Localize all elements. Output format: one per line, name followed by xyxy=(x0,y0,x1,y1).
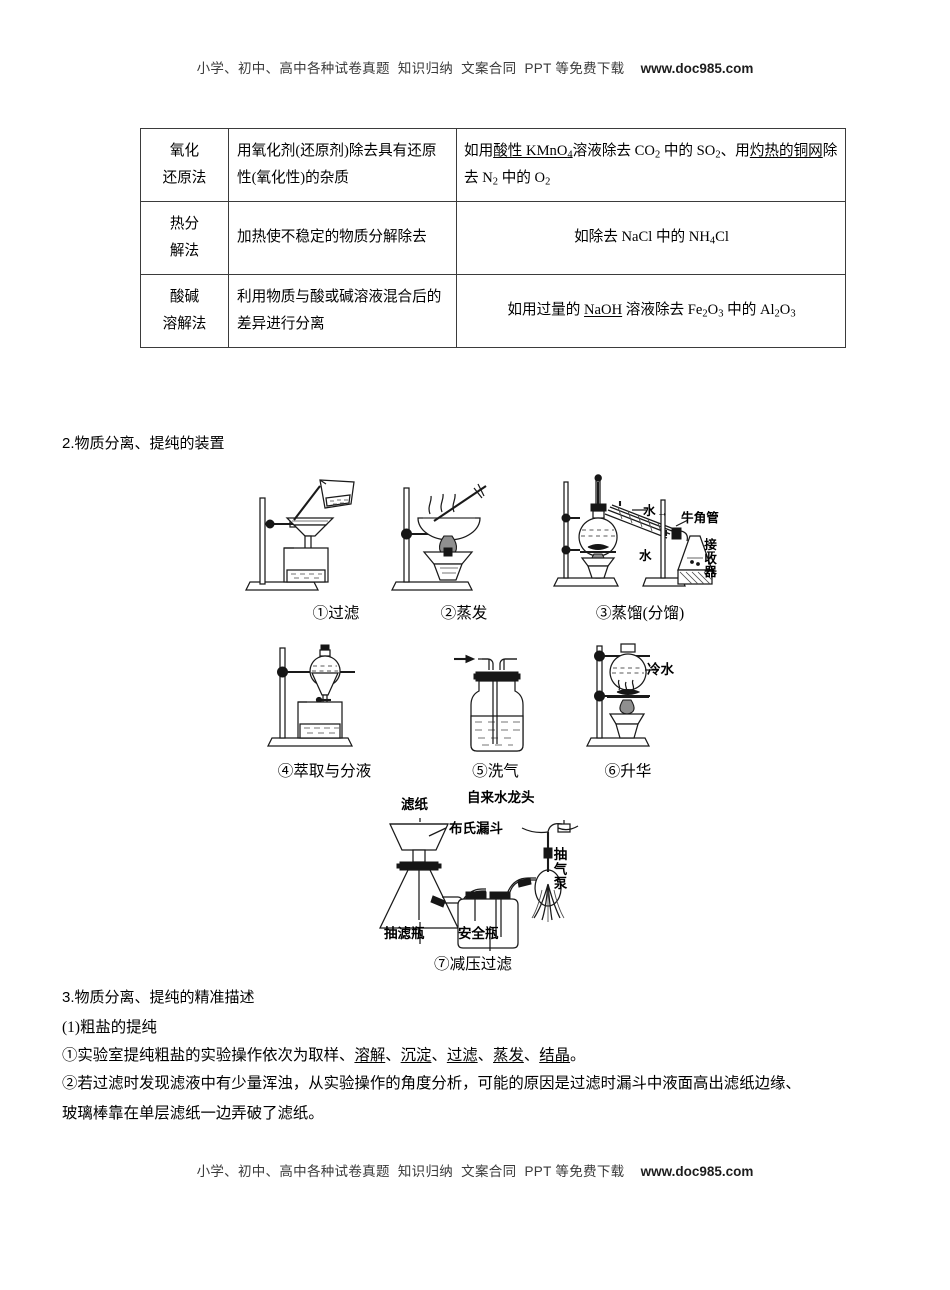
label-cold-water: 冷水 xyxy=(647,662,674,677)
header-url: www.doc985.com xyxy=(640,61,754,76)
label-adapter: 牛角管 xyxy=(681,511,719,525)
table-row: 酸碱溶解法 利用物质与酸或碱溶液混合后的差异进行分离 如用过量的 NaOH 溶液… xyxy=(140,273,846,348)
cell-example: 如用过量的 NaOH 溶液除去 Fe2O3 中的 Al2O3 xyxy=(456,273,846,348)
label-pump: 抽气泵 xyxy=(553,847,568,892)
section3-item1: ①实验室提纯粗盐的实验操作依次为取样、溶解、沉淀、过滤、蒸发、结晶。 xyxy=(62,1047,586,1064)
cell-principle: 用氧化剂(还原剂)除去具有还原性(氧化性)的杂质 xyxy=(228,128,457,202)
label-tap: 自来水龙头 xyxy=(467,790,535,805)
section3-sub1: (1)粗盐的提纯 xyxy=(62,1019,157,1036)
header-text: 小学、初中、高中各种试卷真题 知识归纳 文案合同 PPT 等免费下载 xyxy=(196,61,625,76)
figure-caption-distillation: ③蒸馏(分馏) xyxy=(595,605,685,622)
cell-principle: 加热使不稳定的物质分解除去 xyxy=(228,200,457,275)
table-row: 热分解法 加热使不稳定的物质分解除去 如除去 NaCl 中的 NH4Cl xyxy=(140,200,846,275)
table-row: 氧化还原法 用氧化剂(还原剂)除去具有还原性(氧化性)的杂质 如用酸性 KMnO… xyxy=(140,128,846,202)
label-safety-bottle: 安全瓶 xyxy=(458,926,499,941)
label-suction-flask: 抽滤瓶 xyxy=(384,926,425,941)
cell-example: 如用酸性 KMnO4溶液除去 CO2 中的 SO2、用灼热的铜网除去 N2 中的… xyxy=(456,128,846,202)
figure-caption-extraction: ④萃取与分液 xyxy=(277,763,372,780)
section2-heading: 2.物质分离、提纯的装置 xyxy=(62,435,225,452)
figure-caption-gas-washing: ⑤洗气 xyxy=(472,763,519,780)
figure-vacuum-filtration xyxy=(372,812,592,957)
separation-methods-table: 氧化还原法 用氧化剂(还原剂)除去具有还原性(氧化性)的杂质 如用酸性 KMnO… xyxy=(140,128,846,348)
cell-method: 氧化还原法 xyxy=(140,128,229,202)
label-buchner-funnel: 布氏漏斗 xyxy=(449,821,503,836)
arrow-water-in: → xyxy=(657,507,668,519)
cell-method: 酸碱溶解法 xyxy=(140,273,229,348)
figure-caption-vacuum-filtration: ⑦减压过滤 xyxy=(434,956,512,973)
footer-url: www.doc985.com xyxy=(640,1164,754,1179)
figure-extraction xyxy=(262,640,387,755)
footer-text: 小学、初中、高中各种试卷真题 知识归纳 文案合同 PPT 等免费下载 xyxy=(196,1164,625,1179)
cell-method: 热分解法 xyxy=(140,200,229,275)
section3-item2: ②若过滤时发现滤液中有少量浑浊，从实验操作的角度分析，可能的原因是过滤时漏斗中液… xyxy=(62,1075,801,1123)
label-water-top: 水 xyxy=(643,504,656,518)
cell-example: 如除去 NaCl 中的 NH4Cl xyxy=(456,200,846,275)
figure-sublimation xyxy=(583,640,673,755)
label-water-bottom: 水 xyxy=(639,549,652,563)
figure-caption-sublimation: ⑥升华 xyxy=(604,763,652,780)
figure-distillation xyxy=(548,474,728,599)
figure-caption-evaporation: ②蒸发 xyxy=(440,605,488,622)
figure-evaporation xyxy=(382,474,507,599)
page-footer: 小学、初中、高中各种试卷真题 知识归纳 文案合同 PPT 等免费下载 www.d… xyxy=(0,1160,950,1180)
figure-caption-filtration: ①过滤 xyxy=(312,605,360,622)
label-filter-paper: 滤纸 xyxy=(401,797,428,812)
section3-heading: 3.物质分离、提纯的精准描述 xyxy=(62,989,255,1006)
cell-principle: 利用物质与酸或碱溶液混合后的差异进行分离 xyxy=(228,273,457,348)
figure-gas-washing xyxy=(448,640,543,755)
label-receiver: 接收器 xyxy=(704,538,717,580)
page-header: 小学、初中、高中各种试卷真题 知识归纳 文案合同 PPT 等免费下载 www.d… xyxy=(0,57,950,77)
figure-filtration xyxy=(232,474,362,599)
